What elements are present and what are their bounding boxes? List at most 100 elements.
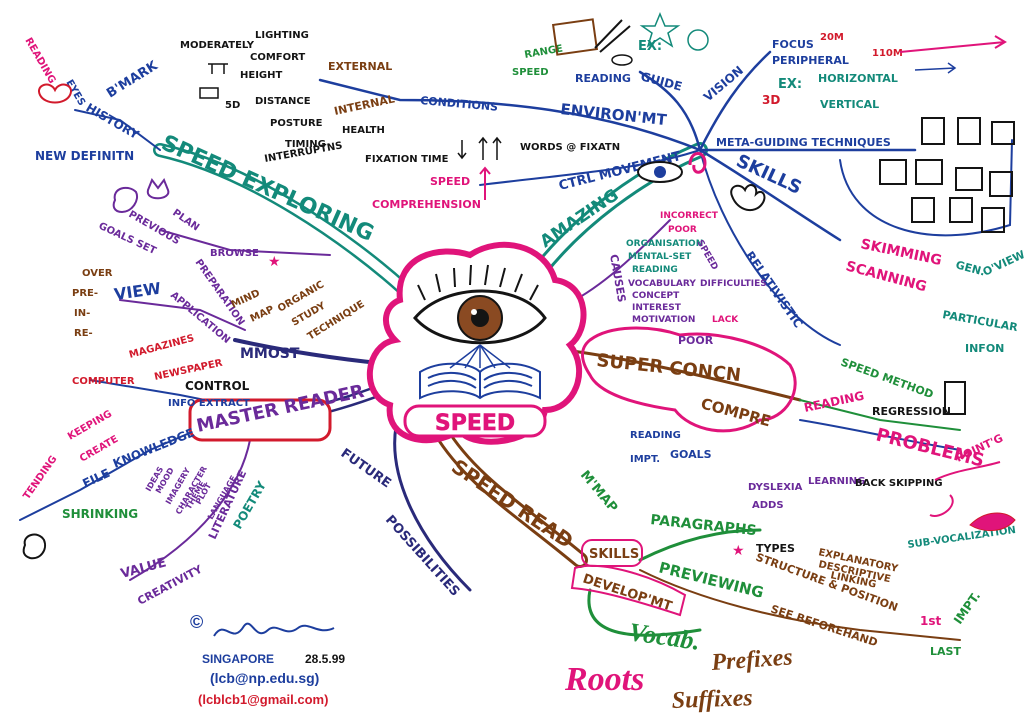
guide-label: GUIDE	[639, 69, 683, 93]
branch-file	[19, 419, 221, 521]
impt-label: IMPT.	[630, 454, 660, 465]
amazing-label: AMAZING	[537, 185, 623, 252]
hand-icon	[730, 184, 766, 212]
comprehension-label: COMPREHENSION	[372, 198, 481, 211]
lighting-label: LIGHTING	[255, 30, 309, 41]
speed-arrow-label: SPEED	[430, 175, 470, 188]
branch-super-concn	[563, 348, 802, 402]
developmt-label: DEVELOP'MT	[581, 572, 674, 615]
internal-label: INTERNAL	[333, 92, 396, 118]
particular-label: PARTICULAR	[941, 308, 1019, 334]
branch-speed-read-inner	[435, 425, 585, 565]
roots-label: Roots	[564, 661, 644, 698]
branch-vocab-loop	[587, 588, 702, 637]
fixation-time-label: FIXATION TIME	[365, 154, 449, 165]
shrinking-label: SHRINKING	[62, 507, 138, 521]
file-label: FILE	[80, 466, 112, 491]
history-label: HISTORY	[84, 100, 142, 142]
speed-c-label: SPEED	[694, 239, 719, 272]
comfort-label: COMFORT	[250, 52, 305, 63]
conditions-label: CONDITIONS	[420, 94, 499, 114]
region-environment: LIGHTING MODERATELY COMFORT EXTERNAL HEI…	[180, 30, 396, 165]
difficulties-label: DIFFICULTIES	[700, 279, 767, 289]
lips-icon	[969, 512, 1016, 532]
see-beforehand-label: SEE BEFOREHAND	[769, 602, 879, 649]
learning-label: LEARNING	[808, 476, 865, 487]
eyes-doodle	[38, 83, 72, 104]
eye-amazing-iris	[654, 166, 666, 178]
vertical-label: VERTICAL	[820, 98, 879, 111]
developmt-box	[570, 564, 687, 617]
book-icon	[419, 362, 541, 400]
center-label: SPEED	[435, 411, 515, 436]
value-label: VALUE	[119, 555, 168, 582]
mental-set-label: MENTAL-SET	[628, 252, 692, 262]
elephant-small-icon	[22, 533, 46, 560]
height-label: HEIGHT	[240, 70, 282, 81]
branch-conditions	[318, 78, 702, 152]
compre-label: COMPRE	[699, 394, 773, 430]
branch-skills	[698, 148, 842, 242]
branch-application	[119, 299, 246, 331]
reading-impt-label: READING	[630, 430, 681, 441]
speed-read-label: SPEED READ	[447, 454, 577, 553]
branch-previewing	[639, 569, 961, 641]
skills-s-label: SKILLS	[589, 547, 639, 562]
types-label: TYPES	[756, 542, 795, 555]
central-image: SPEED	[366, 241, 587, 445]
interest-label: INTEREST	[632, 303, 682, 313]
environmt-label: ENVIRON'MT	[560, 100, 669, 129]
branch-amazing-inner	[535, 145, 705, 275]
branch-literature	[129, 439, 251, 581]
metronome-icon	[944, 381, 966, 415]
horizontal-label: HORIZONTAL	[818, 72, 898, 85]
bmark-label: B'MARK	[104, 58, 161, 101]
branch-guide	[638, 70, 702, 152]
first-label: 1st	[920, 614, 941, 628]
branch-speed-exploring-inner	[155, 145, 410, 295]
suffixes-label: Suffixes	[671, 685, 753, 714]
skills-label: SKILLS	[733, 150, 805, 198]
one-ten-m-label: 110M	[872, 48, 903, 59]
concept-label: CONCEPT	[632, 291, 680, 301]
external-label: EXTERNAL	[328, 60, 392, 73]
region-master-reader: MAGAZINES NEWSPAPER COMPUTER CONTROL INF…	[21, 333, 269, 608]
browse-label: BROWSE	[210, 248, 259, 259]
branch-future	[393, 408, 472, 592]
fifty-d-label: 5D	[225, 100, 240, 111]
organisation-label: ORGANISATION	[626, 239, 703, 249]
lack-label: LACK	[712, 315, 739, 325]
branch-causes	[574, 219, 671, 301]
cat-doodle	[146, 177, 170, 200]
book-doodle	[551, 18, 599, 56]
peripheral-label: PERIPHERAL	[772, 54, 849, 67]
tending-label: TENDING	[21, 454, 59, 502]
mmost-label: MMOST	[240, 346, 300, 362]
branch-skills-loop	[839, 139, 1013, 237]
arrow-top-right	[899, 35, 1007, 53]
adds-label: ADDS	[752, 500, 784, 511]
posture-label: POSTURE	[270, 118, 323, 129]
focus-label: FOCUS	[772, 38, 814, 51]
speed-up-arrow	[479, 166, 491, 200]
star-doodle	[639, 12, 681, 48]
vocab-label: Vocab.	[627, 617, 702, 656]
goals-label: GOALS	[670, 448, 712, 461]
paragraphs-label: PARAGRAPHS	[650, 512, 758, 539]
timing-label: TIMING	[285, 139, 326, 150]
reading-p-label: READING	[803, 389, 866, 415]
incorrect-label: INCORRECT	[660, 211, 719, 221]
super-concn-label: SUPER CONCN	[595, 350, 741, 386]
ex-label: EX:	[638, 39, 662, 54]
branch-problems	[799, 419, 961, 451]
scanning-label: SCANNING	[844, 258, 928, 295]
twenty-m-label: 20M	[820, 32, 844, 43]
region-top-left: READING EYES HISTORY B'MARK NEW DEFINITN	[22, 36, 161, 163]
oview-label: O'VIEW	[981, 248, 1024, 279]
pen-doodle	[594, 19, 631, 53]
skills-box	[581, 539, 643, 567]
pointing-hand-icon	[929, 461, 1001, 517]
branch-development	[638, 528, 762, 562]
browse-star: ★	[268, 254, 281, 270]
location-label: SINGAPORE	[202, 652, 275, 666]
